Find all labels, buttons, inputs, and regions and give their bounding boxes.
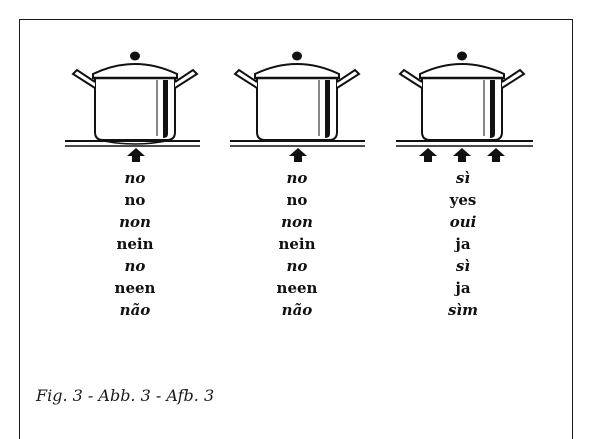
figure-frame [19,19,573,439]
label-it: no [286,169,308,187]
label-fr: non [281,213,313,231]
column-3: sì yes oui ja sì ja sìm [383,167,543,321]
label-de: nein [278,235,316,253]
heat-arrow-icon [289,148,307,162]
pot-figure-2 [230,50,365,162]
column-2: no no non nein no neen não [217,167,377,321]
label-es: no [124,257,146,275]
figure-caption: Fig. 3 - Abb. 3 - Afb. 3 [36,386,215,405]
column-1: no no non nein no neen não [55,167,215,321]
label-de: ja [455,235,471,253]
label-es: sì [455,257,471,275]
label-nl: neen [114,279,156,297]
pot-figure-1 [65,50,200,162]
cookware-illustration [65,50,533,162]
label-nl: ja [455,279,471,297]
label-fr: non [119,213,151,231]
heat-arrow-icon [453,148,471,162]
label-de: nein [116,235,154,253]
label-nl: neen [276,279,318,297]
label-es: no [286,257,308,275]
label-pt: não [281,301,313,319]
pot-figure-3 [396,50,533,162]
label-fr: oui [449,213,477,231]
label-en: no [124,191,146,209]
label-en: yes [449,191,477,209]
heat-arrow-icon [487,148,505,162]
label-it: no [124,169,146,187]
heat-arrow-icon [127,148,145,162]
label-en: no [286,191,308,209]
label-pt: sìm [447,301,478,319]
label-pt: não [119,301,151,319]
heat-arrow-icon [419,148,437,162]
label-it: sì [455,169,471,187]
